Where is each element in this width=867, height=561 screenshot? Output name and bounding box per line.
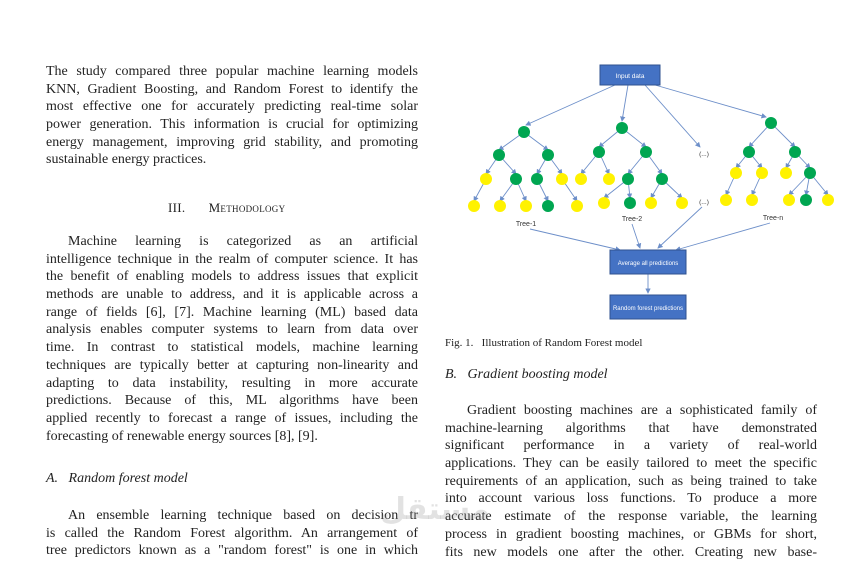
text-line: applications. They can be easily tailore…	[445, 455, 817, 473]
green-node	[542, 149, 554, 161]
yellow-node	[575, 173, 587, 185]
text-line: the benefit of enabling models to addres…	[46, 268, 418, 286]
text-line: Machine learning is categorized as an ar…	[46, 233, 418, 251]
text-line: predictions. Because of this, ML algorit…	[46, 392, 418, 410]
text-line: adapting to data instability, resulting …	[46, 375, 418, 393]
yellow-node	[468, 200, 480, 212]
tree-edge	[676, 223, 770, 250]
average-label: Average all predictions	[618, 261, 679, 267]
tree-edge	[645, 85, 700, 147]
green-node	[624, 197, 636, 209]
tree-edge	[658, 207, 702, 248]
text-line: Gradient boosting machines are a sophist…	[445, 402, 817, 420]
yellow-node	[730, 167, 742, 179]
tree-2-label: Tree-2	[622, 216, 642, 223]
green-node	[531, 173, 543, 185]
text-line: forecasting of renewable energy sources …	[46, 428, 418, 446]
text-line: energy management, improving grid stabil…	[46, 134, 418, 152]
ellipsis-bottom: (...)	[699, 199, 709, 206]
text-line: most effective one for accurately predic…	[46, 98, 418, 116]
text-line: fits new models one after the other. Cre…	[445, 544, 817, 561]
methodology-paragraph: Machine learning is categorized as an ar…	[46, 233, 418, 445]
text-line: process in gradient boosting machines, o…	[445, 526, 817, 544]
green-node	[593, 146, 605, 158]
text-line: The study compared three popular machine…	[46, 63, 418, 81]
tree-edge	[655, 85, 766, 117]
yellow-node	[494, 200, 506, 212]
green-node	[743, 146, 755, 158]
green-node	[656, 173, 668, 185]
text-line: sustainable energy practices.	[46, 151, 418, 169]
text-line: accurate estimate of the response variab…	[445, 508, 817, 526]
subsection-b-heading: B. Gradient boosting model	[445, 367, 608, 383]
random-forest-paragraph: An ensemble learning technique based on …	[46, 507, 418, 560]
tree-edge	[632, 224, 640, 248]
yellow-node	[746, 194, 758, 206]
green-node	[542, 200, 554, 212]
yellow-node	[720, 194, 732, 206]
yellow-node	[676, 197, 688, 209]
watermark: مستقل	[380, 492, 490, 527]
yellow-node	[756, 167, 768, 179]
tree-n-label: Tree-n	[763, 215, 783, 222]
yellow-node	[556, 173, 568, 185]
yellow-node	[603, 173, 615, 185]
text-line: techniques are typically better at captu…	[46, 357, 418, 375]
green-node	[640, 146, 652, 158]
green-node	[493, 149, 505, 161]
green-node	[510, 173, 522, 185]
section-title: Methodology	[209, 200, 286, 215]
text-line: KNN, Gradient Boosting, and Random Fores…	[46, 81, 418, 99]
green-node	[804, 167, 816, 179]
text-line: is called the Random Forest algorithm. A…	[46, 525, 418, 543]
input-data-label: Input data	[616, 73, 645, 80]
tree-edge	[526, 85, 615, 125]
yellow-node	[783, 194, 795, 206]
yellow-node	[822, 194, 834, 206]
text-line: time. In contrast to statistical models,…	[46, 339, 418, 357]
text-line: power generation. This information is cr…	[46, 116, 418, 134]
text-line: significant performance in a variety of …	[445, 437, 817, 455]
text-line: tree predictors known as a "random fores…	[46, 542, 418, 560]
section-heading: III. Methodology	[168, 200, 285, 216]
output-label: Random forest predictions	[613, 306, 683, 312]
text-line: applied recently to forecast a range of …	[46, 410, 418, 428]
green-node	[800, 194, 812, 206]
text-line: range of fields [6], [7]. Machine learni…	[46, 304, 418, 322]
tree-1-label: Tree-1	[516, 221, 536, 228]
text-line: into account various loss functions. To …	[445, 490, 817, 508]
tree-edge	[530, 229, 620, 250]
yellow-node	[480, 173, 492, 185]
green-node	[622, 173, 634, 185]
intro-paragraph: The study compared three popular machine…	[46, 63, 418, 169]
green-node	[616, 122, 628, 134]
yellow-node	[780, 167, 792, 179]
tree-edge	[622, 85, 628, 121]
text-line: machine-learning algorithms that have de…	[445, 420, 817, 438]
gradient-boosting-paragraph: Gradient boosting machines are a sophist…	[445, 402, 817, 561]
green-node	[765, 117, 777, 129]
text-line: intelligence technique in the realm of c…	[46, 251, 418, 269]
green-node	[789, 146, 801, 158]
yellow-node	[645, 197, 657, 209]
random-forest-figure: Input data Tree-1 Tree-2 Tree-n (...) (.…	[440, 55, 850, 330]
figure-caption: Fig. 1. Illustration of Random Forest mo…	[445, 337, 642, 349]
text-line: requirements of an application, such as …	[445, 473, 817, 491]
green-node	[518, 126, 530, 138]
section-number: III.	[168, 200, 185, 215]
text-line: analysis enables computer systems to lea…	[46, 321, 418, 339]
ellipsis-top: (...)	[699, 151, 709, 158]
yellow-node	[520, 200, 532, 212]
subsection-a-heading: A. Random forest model	[46, 471, 188, 487]
text-line: An ensemble learning technique based on …	[46, 507, 418, 525]
text-line: methods are unable to address, and it is…	[46, 286, 418, 304]
yellow-node	[598, 197, 610, 209]
yellow-node	[571, 200, 583, 212]
